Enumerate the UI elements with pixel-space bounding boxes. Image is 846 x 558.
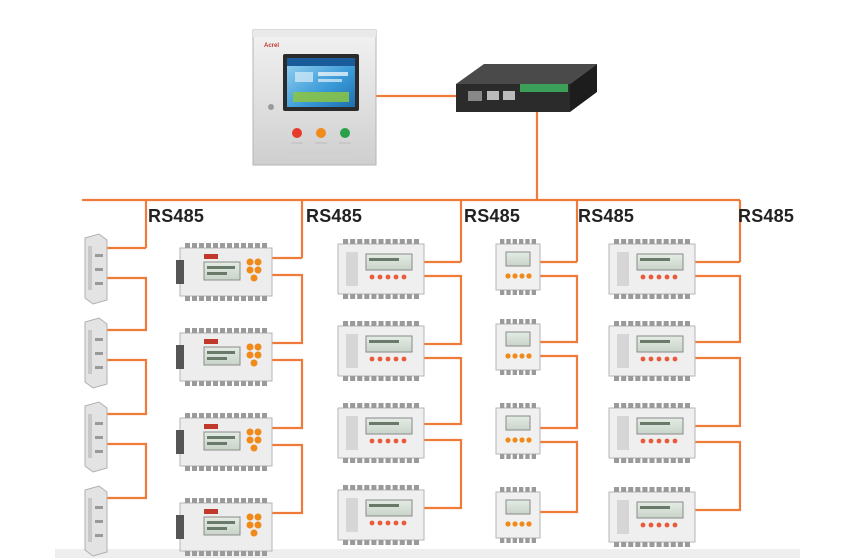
gateway-terminal-block xyxy=(520,84,568,92)
cable-segment xyxy=(270,273,304,345)
lcd-keypad-meter-device xyxy=(176,498,273,556)
cable-segment xyxy=(424,438,463,510)
cable-segment xyxy=(270,358,304,430)
wide-monitor-device xyxy=(337,485,425,545)
wide-monitor-device xyxy=(608,321,696,381)
lcd-keypad-meter-device xyxy=(176,243,273,301)
wide-monitor-device xyxy=(337,403,425,463)
compact-meter-device xyxy=(495,239,541,295)
monitoring-display-panel: Acrel xyxy=(252,29,377,166)
cable-segment xyxy=(107,276,148,332)
panel-orange-indicator-icon xyxy=(316,128,326,138)
wide-monitor-device xyxy=(608,403,696,463)
cable-segment xyxy=(695,440,742,512)
panel-green-indicator-icon xyxy=(340,128,350,138)
panel-brand-logo: Acrel xyxy=(264,43,279,49)
bottom-band xyxy=(55,549,800,558)
rs485-cabling xyxy=(82,94,742,515)
rail-module-device xyxy=(84,401,108,473)
lcd-keypad-meter-device xyxy=(176,413,273,471)
compact-meter-device xyxy=(495,403,541,459)
cable-segment xyxy=(424,356,463,426)
cable-segment xyxy=(107,442,148,500)
compact-meter-device xyxy=(495,319,541,375)
cable-segment xyxy=(424,274,463,346)
rail-module-device xyxy=(84,485,108,557)
rail-module-device xyxy=(84,233,108,305)
lcd-keypad-meter-device xyxy=(176,328,273,386)
cable-segment xyxy=(540,274,579,344)
cable-segment xyxy=(270,443,304,515)
wide-monitor-device xyxy=(608,487,696,547)
bus-label-col4: RS485 xyxy=(578,206,635,226)
bus-label-col2: RS485 xyxy=(306,206,363,226)
rail-module-device xyxy=(84,317,108,389)
wide-monitor-device xyxy=(337,239,425,299)
bus-label-col1: RS485 xyxy=(148,206,205,226)
cable-segment xyxy=(695,274,742,344)
wide-monitor-device xyxy=(337,321,425,381)
compact-meter-device xyxy=(495,487,541,543)
communication-gateway xyxy=(456,64,597,112)
cable-segment xyxy=(695,356,742,428)
cable-segment xyxy=(107,358,148,416)
cable-segment xyxy=(540,354,579,430)
bus-label-col5: RS485 xyxy=(738,206,795,226)
cable-segment xyxy=(540,440,579,514)
panel-red-indicator-icon xyxy=(292,128,302,138)
panel-lock-icon xyxy=(268,104,274,110)
wide-monitor-device xyxy=(608,239,696,299)
bus-label-col3: RS485 xyxy=(464,206,521,226)
